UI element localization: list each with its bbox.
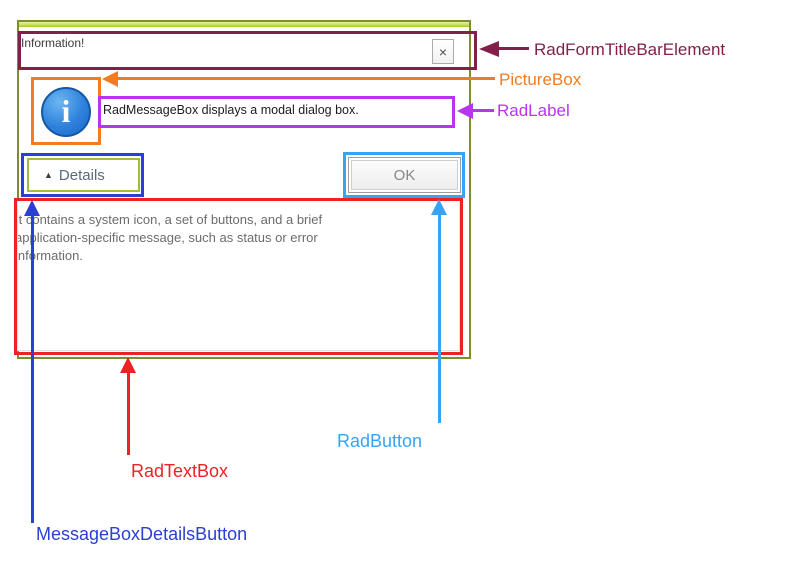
annotation-label-titlebar: RadFormTitleBarElement xyxy=(534,40,726,59)
annotation-label-radtextbox: RadTextBox xyxy=(131,461,229,481)
arrowhead-radlabel xyxy=(457,103,473,119)
arrowhead-radbutton xyxy=(431,199,447,215)
form-top-strip xyxy=(19,22,469,27)
arrow-line-radbutton xyxy=(438,213,441,423)
annotation-box-titlebar xyxy=(18,31,477,70)
annotation-box-okbutton xyxy=(343,152,465,198)
annotation-box-detailsbutton xyxy=(21,153,144,197)
annotation-box-picturebox xyxy=(31,77,101,145)
arrow-line-radtextbox xyxy=(127,371,130,455)
dialog-title: Information! xyxy=(21,36,85,50)
details-button[interactable]: ▲ Details xyxy=(27,158,140,192)
annotation-box-radlabel xyxy=(98,96,455,128)
message-label: RadMessageBox displays a modal dialog bo… xyxy=(103,103,359,117)
ok-button[interactable]: OK xyxy=(348,157,461,193)
annotation-label-detailsbutton: MessageBoxDetailsButton xyxy=(36,524,248,544)
annotation-box-textbox xyxy=(14,198,463,355)
close-button[interactable]: × xyxy=(432,39,454,64)
arrowhead-titlebar xyxy=(479,41,499,57)
annotation-label-radlabel: RadLabel xyxy=(497,101,570,120)
arrow-line-detailsbutton xyxy=(31,214,34,523)
arrowhead-picturebox xyxy=(102,71,118,87)
details-text: It contains a system icon, a set of butt… xyxy=(17,212,323,263)
information-icon: i xyxy=(41,87,91,137)
arrow-line-titlebar xyxy=(497,47,529,50)
ok-button-label: OK xyxy=(393,166,416,184)
annotation-label-radbutton: RadButton xyxy=(337,431,423,451)
collapse-arrow-icon: ▲ xyxy=(44,170,53,180)
arrow-line-radlabel xyxy=(471,109,494,112)
arrow-line-picturebox xyxy=(116,77,495,80)
close-icon: × xyxy=(438,43,448,60)
details-button-label: Details xyxy=(58,166,105,184)
annotation-label-picturebox: PictureBox xyxy=(499,70,582,89)
arrowhead-detailsbutton xyxy=(24,200,40,216)
details-textbox[interactable]: It contains a system icon, a set of butt… xyxy=(17,200,460,351)
arrowhead-radtextbox xyxy=(120,357,136,373)
info-icon-glyph: i xyxy=(61,93,71,129)
